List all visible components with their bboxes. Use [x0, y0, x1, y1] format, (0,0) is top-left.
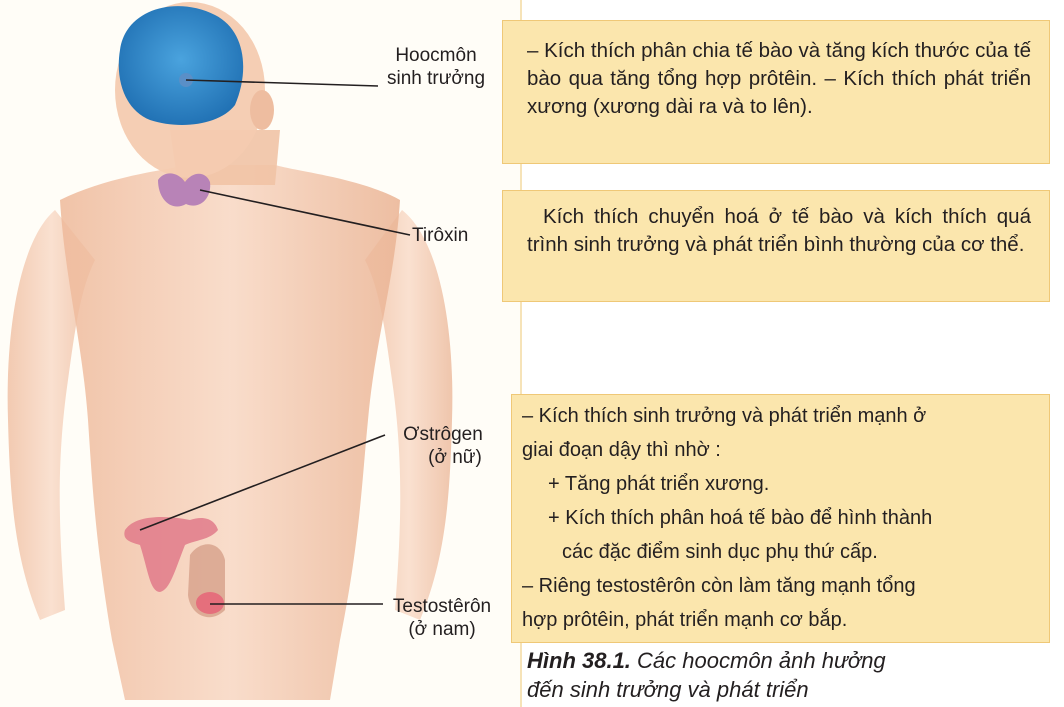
testosterone-label-line2: (ở nam) — [382, 618, 502, 641]
figure-caption: Hình 38.1. Các hoocmôn ảnh hưởng đến sin… — [527, 646, 886, 704]
growth-hormone-label-line1: Hoocmôn — [381, 44, 491, 67]
sex-hormones-bullet2-line1: + Kích thích phân hoá tế bào để hình thà… — [522, 501, 1039, 535]
testosterone-label-line1: Testostêrôn — [382, 595, 502, 618]
caption-number: Hình 38.1. — [527, 648, 631, 673]
estrogen-label: Ơstrôgen (ở nữ) — [388, 423, 498, 469]
estrogen-label-line1: Ơstrôgen — [388, 423, 498, 446]
caption-line1: Hình 38.1. Các hoocmôn ảnh hưởng — [527, 646, 886, 675]
brain-shape — [119, 6, 243, 125]
ear-shape — [250, 90, 274, 130]
body-figure-panel: Hoocmôn sinh trưởng Tirôxin Ơstrôgen (ở … — [0, 0, 522, 707]
sex-hormones-line1: – Kích thích sinh trưởng và phát triển m… — [522, 399, 1039, 433]
testis-shape — [196, 592, 224, 614]
thyroxine-text: Kích thích chuyển hoá ở tế bào và kích t… — [503, 191, 1049, 259]
growth-hormone-label-line2: sinh trưởng — [381, 67, 491, 90]
sex-hormones-bullet2-line2: các đặc điểm sinh dục phụ thứ cấp. — [522, 535, 1039, 569]
sex-hormones-box: – Kích thích sinh trưởng và phát triển m… — [511, 394, 1050, 643]
growth-hormone-box: – Kích thích phân chia tế bào và tăng kí… — [502, 20, 1050, 164]
thyroxine-label: Tirôxin — [412, 224, 492, 247]
growth-hormone-label: Hoocmôn sinh trưởng — [381, 44, 491, 90]
sex-hormones-line3: – Riêng testostêrôn còn làm tăng mạnh tổ… — [522, 569, 1039, 603]
sex-hormones-line4: hợp prôtêin, phát triển mạnh cơ bắp. — [522, 603, 1039, 637]
sex-hormones-content: – Kích thích sinh trưởng và phát triển m… — [512, 395, 1049, 637]
caption-text-line2: đến sinh trưởng và phát triển — [527, 675, 886, 704]
estrogen-label-line2: (ở nữ) — [388, 446, 498, 469]
sex-hormones-line2: giai đoạn dậy thì nhờ : — [522, 433, 1039, 467]
thyroxine-box: Kích thích chuyển hoá ở tế bào và kích t… — [502, 190, 1050, 302]
growth-hormone-text: – Kích thích phân chia tế bào và tăng kí… — [503, 21, 1049, 121]
testosterone-label: Testostêrôn (ở nam) — [382, 595, 502, 641]
caption-text-line1: Các hoocmôn ảnh hưởng — [637, 648, 886, 673]
torso-shape — [60, 165, 400, 700]
sex-hormones-bullet1: + Tăng phát triển xương. — [522, 467, 1039, 501]
